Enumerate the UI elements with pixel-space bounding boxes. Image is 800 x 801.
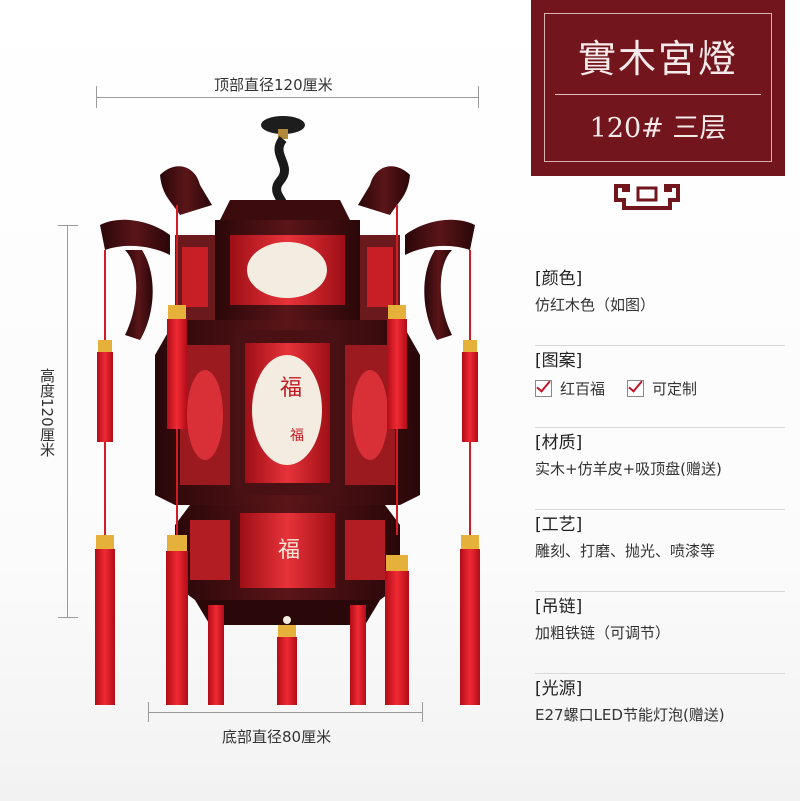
bottom-diameter-label: 底部直径80厘米 xyxy=(222,728,332,746)
spec-color-value: 仿红木色（如图） xyxy=(535,296,656,314)
spec-chain-title: [吊链] xyxy=(535,597,583,617)
product-subtitle: 120# 三层 xyxy=(589,113,727,144)
spec-craft-title: [工艺] xyxy=(535,515,583,535)
crown-arms-right xyxy=(405,219,475,255)
checkmark-icon xyxy=(627,380,645,397)
title-divider xyxy=(555,94,761,95)
divider xyxy=(535,345,785,346)
tassels xyxy=(95,205,480,705)
top-tier-medallion xyxy=(247,242,327,298)
bottom-dimension-line xyxy=(148,712,422,713)
top-dimension-line xyxy=(96,97,478,98)
divider xyxy=(535,427,785,428)
bottom-tier-fu: 福 xyxy=(278,538,300,563)
middle-tier-medallion xyxy=(252,355,322,465)
title-frame: 實木宮燈 120# 三层 xyxy=(544,13,772,162)
bottom-tier-front-panel xyxy=(240,513,335,588)
checkmark-icon xyxy=(535,380,552,397)
top-dimension-tick-right xyxy=(478,86,479,108)
divider xyxy=(535,591,785,592)
product-title-card: 實木宮燈 120# 三层 xyxy=(531,0,785,176)
height-label: 高度120厘米 xyxy=(38,368,56,457)
spec-pattern: [图案] 红百福 可定制 xyxy=(535,346,785,428)
pattern-option-label: 红百福 xyxy=(560,380,606,398)
pattern-options: 红百福 可定制 xyxy=(535,378,785,399)
pattern-option-label: 可定制 xyxy=(652,380,698,398)
bottom-tier-right-panel xyxy=(345,520,385,580)
spec-craft-value: 雕刻、打磨、抛光、喷漆等 xyxy=(535,542,716,560)
spec-craft: [工艺] 雕刻、打磨、抛光、喷漆等 xyxy=(535,510,785,592)
spec-pattern-title: [图案] xyxy=(535,351,583,371)
divider xyxy=(535,509,785,510)
base-carving xyxy=(195,600,380,625)
lantern-illustration: 福 福 福 xyxy=(95,116,480,705)
spec-chain: [吊链] 加粗铁链（可调节） xyxy=(535,592,785,674)
spec-material-value: 实木+仿羊皮+吸顶盘(赠送) xyxy=(535,460,722,478)
height-dimension-tick-top xyxy=(58,225,78,226)
divider xyxy=(535,673,785,674)
middle-tier-fu-2: 福 xyxy=(290,428,304,444)
cloud-ornament-icon xyxy=(614,184,680,210)
ceiling-plate-collar xyxy=(278,129,288,139)
top-diameter-label: 顶部直径120厘米 xyxy=(214,76,333,94)
pattern-option-hongbaifu: 红百福 xyxy=(535,378,605,399)
spec-color: [颜色] 仿红木色（如图） xyxy=(535,264,785,346)
height-dimension-tick-bottom xyxy=(58,617,78,618)
middle-tier-fu-1: 福 xyxy=(280,376,302,401)
crown-center xyxy=(220,200,350,220)
ceiling-plate xyxy=(261,116,305,134)
top-dimension-tick-left xyxy=(96,86,97,108)
spec-light: [光源] E27螺口LED节能灯泡(赠送) xyxy=(535,674,785,756)
crown-left-dragon xyxy=(160,166,212,215)
product-title: 實木宮燈 xyxy=(577,37,738,81)
spec-chain-value: 加粗铁链（可调节） xyxy=(535,624,671,642)
spec-list: [颜色] 仿红木色（如图） [图案] 红百福 可定制 [材质] 实木+仿羊皮+吸… xyxy=(535,264,785,756)
pattern-option-custom: 可定制 xyxy=(627,378,697,399)
crown-right-dragon xyxy=(358,166,410,215)
bottom-tier-left-panel xyxy=(190,520,230,580)
spec-light-value: E27螺口LED节能灯泡(赠送) xyxy=(535,706,725,724)
spec-light-title: [光源] xyxy=(535,679,583,699)
spec-color-title: [颜色] xyxy=(535,269,583,289)
bottom-dimension-tick-left xyxy=(148,702,149,722)
spec-material: [材质] 实木+仿羊皮+吸顶盘(赠送) xyxy=(535,428,785,510)
bottom-dimension-tick-right xyxy=(422,702,423,722)
height-dimension-line xyxy=(67,225,68,617)
spec-material-title: [材质] xyxy=(535,433,583,453)
crown-arms-left xyxy=(100,219,170,255)
